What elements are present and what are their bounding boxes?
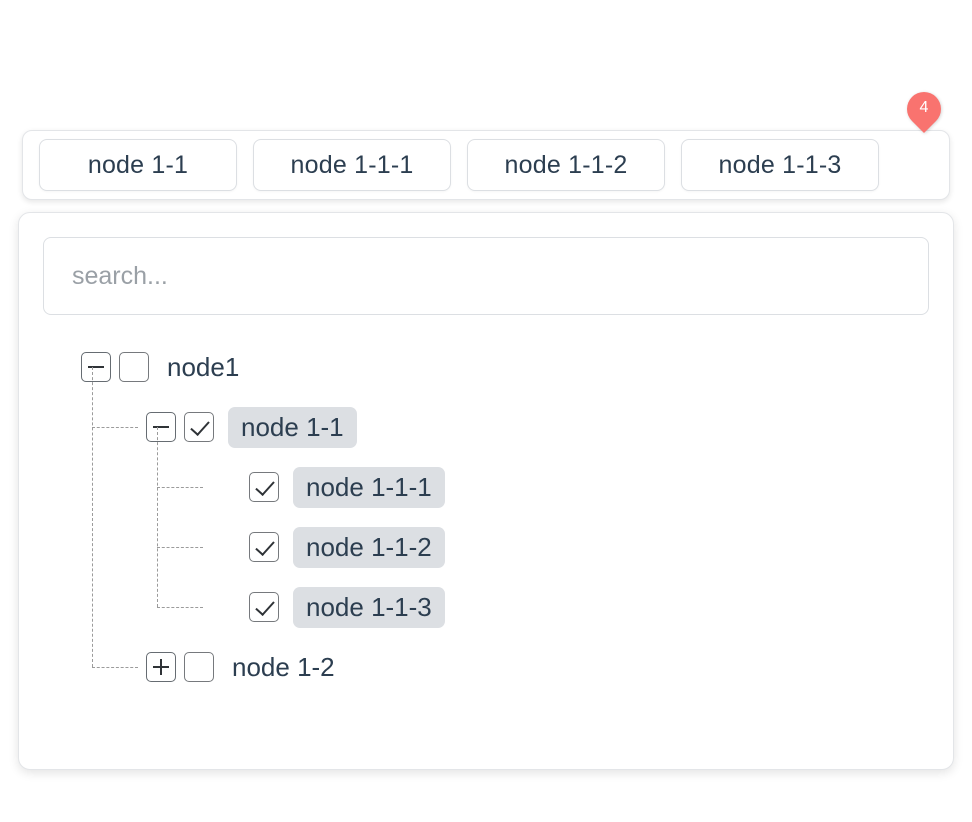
tree-node-label[interactable]: node 1-1-1 [293,466,445,508]
collapse-toggle-icon[interactable] [81,352,111,382]
search-container [19,213,953,315]
tree-view: node1 node 1-1 [19,315,953,697]
tree-node-label[interactable]: node1 [167,351,240,382]
tree-children-level-2: node 1-1-1 node 1-1-2 [146,427,953,637]
tree-node-label[interactable]: node 1-2 [232,651,335,682]
node-checkbox-checked[interactable] [249,592,279,622]
selected-tags-bar: node 1-1 node 1-1-1 node 1-1-2 node 1-1-… [22,130,950,200]
tag-chip-label: node 1-1-2 [504,150,628,179]
tree-node-node-1-1: node 1-1 node 1-1-1 [92,397,953,637]
tree-node-row[interactable]: node 1-1-2 [157,517,953,577]
tree-node-node-1-1-1: node 1-1-1 [157,457,953,517]
tree-node-label[interactable]: node 1-1 [228,406,357,448]
tag-chip-label: node 1-1-3 [718,150,842,179]
tree-node-row[interactable]: node 1-1-3 [157,577,953,637]
tag-chip-2[interactable]: node 1-1-2 [467,139,665,191]
selected-count-badge: 4 [899,84,949,134]
tree-children-level-1: node 1-1 node 1-1-1 [81,367,953,697]
tree-panel: node1 node 1-1 [18,212,954,770]
tree-node-row[interactable]: node1 [81,337,953,397]
tree-node-node-1-1-2: node 1-1-2 [157,517,953,577]
tree-node-label[interactable]: node 1-1-3 [293,586,445,628]
tag-chip-3[interactable]: node 1-1-3 [681,139,879,191]
tree-node-node1: node1 node 1-1 [81,337,953,697]
tag-chip-label: node 1-1-1 [290,150,414,179]
tree-node-node-1-1-3: node 1-1-3 [157,577,953,637]
tag-chip-1[interactable]: node 1-1-1 [253,139,451,191]
search-input[interactable] [43,237,929,315]
tree-node-node-1-2: node 1-2 [92,637,953,697]
node-checkbox-checked[interactable] [184,412,214,442]
tree-node-label[interactable]: node 1-1-2 [293,526,445,568]
tree-node-row[interactable]: node 1-2 [92,637,953,697]
tree-node-row[interactable]: node 1-1-1 [157,457,953,517]
node-checkbox[interactable] [119,352,149,382]
collapse-toggle-icon[interactable] [146,412,176,442]
node-checkbox-checked[interactable] [249,472,279,502]
node-checkbox-checked[interactable] [249,532,279,562]
expand-toggle-icon[interactable] [146,652,176,682]
selected-count-value: 4 [919,99,929,116]
node-checkbox[interactable] [184,652,214,682]
tag-chip-label: node 1-1 [87,150,189,179]
tree-node-row[interactable]: node 1-1 [92,397,953,457]
tag-chip-0[interactable]: node 1-1 [39,139,237,191]
